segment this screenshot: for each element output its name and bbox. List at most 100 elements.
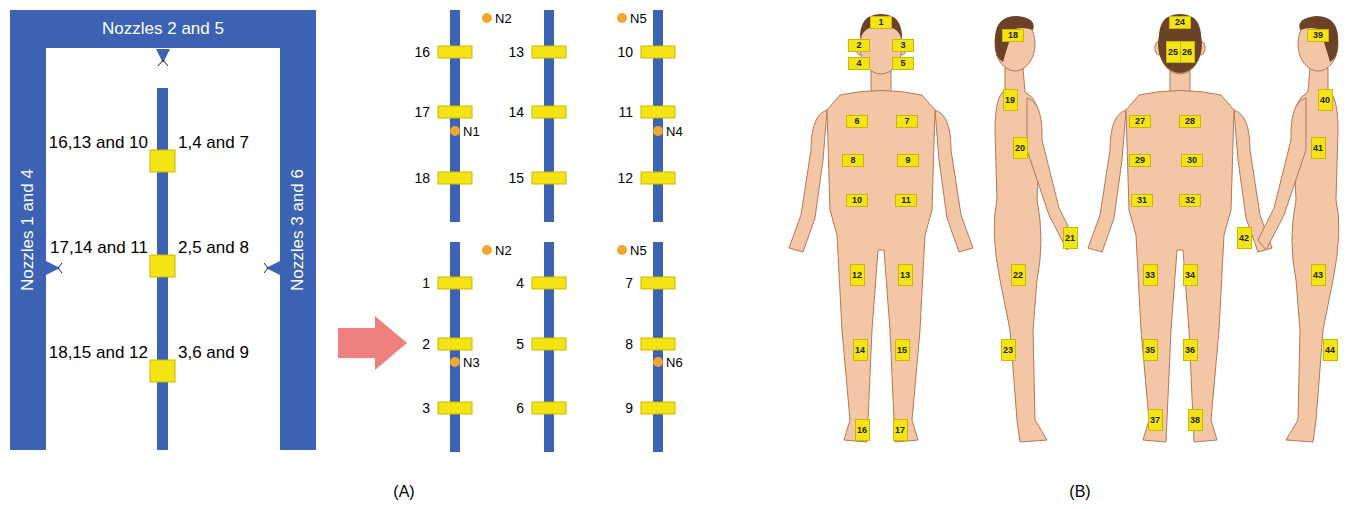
nozzle-symbol (156, 49, 170, 63)
patch-number: 20 (1015, 143, 1025, 153)
callout-number: 3,6 and 9 (178, 343, 249, 363)
callout-number: N1 (463, 124, 480, 139)
sensor-patch: 4 (848, 57, 870, 70)
callout-number: 4 (516, 275, 524, 291)
patch-number: 40 (1320, 95, 1330, 105)
patch-number: 6 (854, 116, 859, 126)
transition-arrow (338, 316, 407, 370)
sensor-patch: 28 (1179, 115, 1201, 128)
patch-number: 2 (856, 40, 861, 50)
callout-number: 17 (414, 104, 430, 120)
callout-number: 14 (508, 104, 524, 120)
patch-number: 18 (1008, 30, 1018, 40)
callout-number: N2 (495, 243, 512, 258)
callout-number: N6 (666, 355, 683, 370)
callout-number: 1,4 and 7 (178, 133, 249, 153)
callout-number: N5 (630, 11, 647, 26)
nozzle-symbol (266, 261, 280, 275)
sensor-patch: 7 (896, 115, 918, 128)
patch-number: 8 (850, 155, 855, 165)
sensor-patch: 5 (892, 57, 914, 70)
patch-number: 43 (1313, 270, 1323, 280)
sensor-patch: 10 (846, 194, 868, 207)
callout-number: 13 (508, 44, 524, 60)
patch-number: 34 (1185, 270, 1195, 280)
spray-mark (58, 60, 268, 273)
callout-number: 5 (516, 336, 524, 352)
callout-number: N2 (495, 11, 512, 26)
sensor-patch: 34 (1183, 264, 1198, 286)
sensor-patch: 2 (848, 39, 870, 52)
callout-number: 3 (422, 400, 430, 416)
sensor-patch: 35 (1143, 339, 1158, 361)
patch-number: 31 (1137, 195, 1147, 205)
patch-number: 1 (878, 17, 883, 27)
patch-number: 11 (901, 195, 911, 205)
callout-number: 7 (625, 275, 633, 291)
sensor-patch: 18 (1002, 29, 1024, 42)
sensor-patch: 13 (898, 264, 913, 286)
callout-number: 18 (414, 170, 430, 186)
sensor-patch: 21 (1063, 227, 1078, 249)
patch-number: 41 (1313, 143, 1323, 153)
front-figure (789, 14, 973, 442)
callout-number: N3 (463, 355, 480, 370)
band-label: Nozzles 1 and 4 (18, 169, 38, 291)
callout-number: 16 (414, 44, 430, 60)
patch-number: 23 (1003, 345, 1013, 355)
sensor-patch: 15 (895, 339, 910, 361)
callout-number: 6 (516, 400, 524, 416)
patch-number: 25 (1168, 47, 1178, 57)
patch-number: 15 (897, 345, 907, 355)
patch-number: 30 (1187, 155, 1197, 165)
sensor-patch: 23 (1001, 339, 1016, 361)
sensor-patch: 6 (846, 115, 868, 128)
patch-number: 4 (856, 58, 861, 68)
sensor-patch: 19 (1003, 89, 1018, 111)
sensor-patch: 29 (1129, 154, 1151, 167)
nozzle-band: Nozzles 3 and 6 (280, 10, 316, 450)
patch-number: 26 (1182, 47, 1192, 57)
sensors (438, 46, 675, 414)
callout-number: 11 (618, 104, 633, 120)
patch-number: 17 (895, 425, 905, 435)
patch-number: 16 (857, 425, 867, 435)
panel-label: (A) (393, 483, 414, 501)
patch-number: 36 (1185, 345, 1195, 355)
callout-number: 2 (422, 336, 430, 352)
nozzle-band: Nozzles 2 and 5 (10, 10, 316, 48)
patch-number: 12 (852, 270, 862, 280)
sensor-patch: 32 (1179, 194, 1201, 207)
callout-number: 15 (508, 170, 524, 186)
patch-number: 19 (1005, 95, 1015, 105)
band-label: Nozzles 3 and 6 (288, 169, 308, 291)
side-figure (1258, 16, 1339, 442)
patch-number: 9 (905, 155, 910, 165)
callout-number: 9 (625, 400, 633, 416)
sensor-patch: 20 (1013, 137, 1028, 159)
sensor-patch: 37 (1148, 409, 1163, 431)
sensor-poles (450, 10, 663, 452)
callout-number: 8 (625, 336, 633, 352)
sensor-patch: 38 (1188, 409, 1203, 431)
callout-number: 10 (617, 44, 633, 60)
panel-label: (B) (1069, 483, 1090, 501)
nozzle-band: Nozzles 1 and 4 (10, 10, 46, 450)
sensor-patch: 14 (853, 339, 868, 361)
sensor-patch: 11 (895, 194, 917, 207)
callout-number: N4 (666, 124, 683, 139)
patch-number: 44 (1325, 345, 1335, 355)
patch-number: 10 (852, 195, 862, 205)
sensor-patch: 9 (897, 154, 919, 167)
sensor-patch: 26 (1180, 41, 1195, 63)
sensor-patch: 17 (893, 419, 908, 441)
sensor-patch: 22 (1011, 264, 1026, 286)
patch-number: 5 (900, 58, 905, 68)
sensor-patch: 12 (850, 264, 865, 286)
sensor (150, 150, 175, 172)
patch-number: 13 (900, 270, 910, 280)
callout-number: 2,5 and 8 (178, 238, 249, 258)
sensor (150, 360, 175, 382)
patch-number: 7 (904, 116, 909, 126)
patch-number: 28 (1185, 116, 1195, 126)
